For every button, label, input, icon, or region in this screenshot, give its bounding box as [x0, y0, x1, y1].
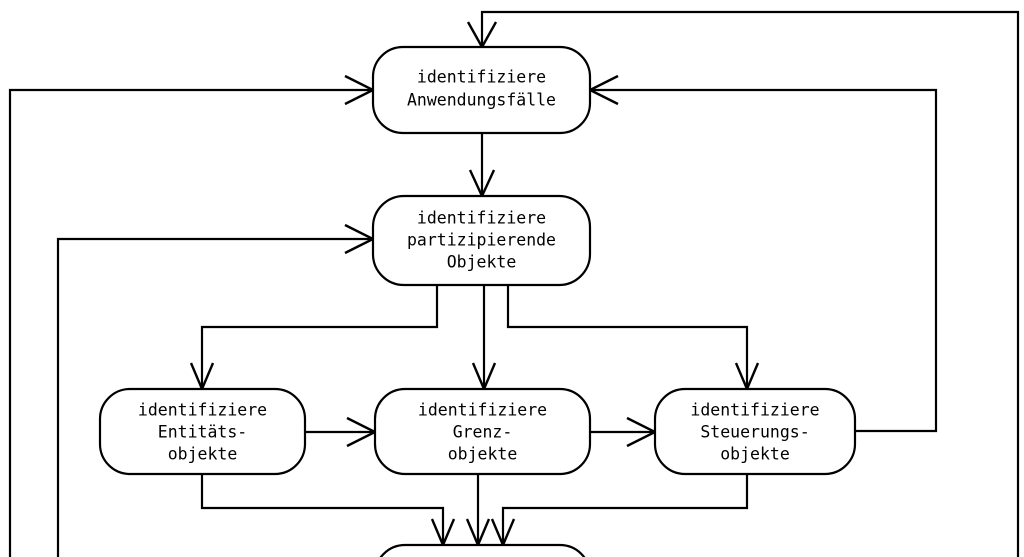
edge-partizipierende-objekte-to-steuerungsobjekte	[506, 285, 749, 389]
node-entitaetsobjekte-line1: identifiziere	[138, 401, 267, 420]
edge-layer	[8, 10, 1020, 557]
edge-steuerungsobjekte-to-bottom-node	[501, 474, 749, 545]
node-bottom-partial[interactable]	[375, 543, 590, 557]
node-steuerungsobjekte-shape	[653, 387, 857, 476]
node-bottom-partial-shape	[379, 543, 586, 557]
node-grenzobjekte[interactable]: identifiziere Grenz- objekte	[373, 387, 592, 476]
node-partizipierende-objekte[interactable]: identifiziere partizipierende Objekte	[371, 194, 592, 287]
node-partizipierende-objekte-line3: Objekte	[447, 253, 517, 272]
edge-entitaetsobjekte-to-bottom-node	[200, 474, 445, 545]
node-layer: identifiziere Anwendungsfälle identifizi…	[98, 45, 857, 557]
node-steuerungsobjekte[interactable]: identifiziere Steuerungs- objekte	[653, 387, 857, 476]
node-steuerungsobjekte-line3: objekte	[720, 445, 790, 464]
node-anwendungsfaelle-line2: Anwendungsfälle	[407, 91, 556, 110]
edge-bottom-right-to-anwendungsfaelle	[480, 10, 1020, 557]
node-anwendungsfaelle-shape	[371, 45, 592, 135]
node-entitaetsobjekte-line3: objekte	[168, 445, 238, 464]
node-partizipierende-objekte-line2: partizipierende	[407, 231, 556, 250]
node-anwendungsfaelle-line1: identifiziere	[417, 68, 546, 87]
node-partizipierende-objekte-line1: identifiziere	[417, 209, 546, 228]
node-steuerungsobjekte-line2: Steuerungs-	[700, 423, 809, 442]
node-grenzobjekte-line2: Grenz-	[453, 423, 513, 442]
node-entitaetsobjekte-line2: Entitäts-	[158, 423, 247, 442]
node-anwendungsfaelle[interactable]: identifiziere Anwendungsfälle	[371, 45, 592, 135]
node-grenzobjekte-line3: objekte	[448, 445, 518, 464]
node-grenzobjekte-line1: identifiziere	[418, 401, 547, 420]
node-steuerungsobjekte-line1: identifiziere	[690, 401, 819, 420]
edge-steuerungsobjekte-to-anwendungsfaelle	[590, 88, 938, 433]
edge-bottom-left-to-partizipierende-objekte	[56, 237, 373, 557]
edge-partizipierende-objekte-to-entitaetsobjekte	[200, 285, 439, 389]
node-entitaetsobjekte[interactable]: identifiziere Entitäts- objekte	[98, 387, 307, 476]
edge-bottom-left-to-anwendungsfaelle	[8, 88, 373, 557]
node-partizipierende-objekte-shape	[371, 194, 592, 287]
node-entitaetsobjekte-shape	[98, 387, 307, 476]
node-grenzobjekte-shape	[373, 387, 592, 476]
